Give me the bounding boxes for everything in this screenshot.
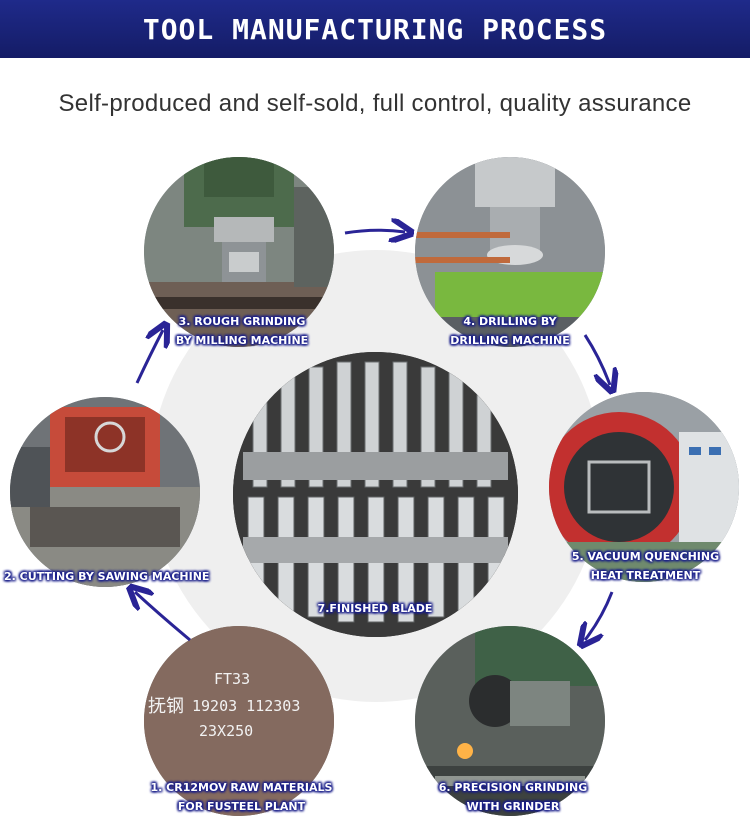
- step-3-label-line1: 3. ROUGH GRINDING: [178, 315, 306, 328]
- step-4-label-line1: 4. DRILLING BY: [463, 315, 557, 328]
- material-mark-line1: FT33: [214, 670, 250, 688]
- center-label-text: 7.FINISHED BLADE: [317, 602, 433, 615]
- step-5-image: [549, 392, 739, 582]
- material-maker-mark: 抚钢: [148, 696, 184, 717]
- center-label: 7.FINISHED BLADE: [300, 599, 450, 618]
- step-2-label: 2. CUTTING BY SAWING MACHINE: [4, 567, 209, 586]
- step-4-image: [415, 157, 605, 347]
- raw-material-photo: FT33 19203 112303 23X250 抚钢: [144, 626, 334, 816]
- step-3-label: 3. ROUGH GRINDING BY MILLING MACHINE: [148, 312, 336, 350]
- step-1-image: FT33 19203 112303 23X250 抚钢: [144, 626, 334, 816]
- drilling-machine-photo: [415, 157, 605, 347]
- step-4-label-line2: DRILLING MACHINE: [450, 334, 570, 347]
- arrow-3-to-4: [344, 230, 405, 233]
- step-4-label: 4. DRILLING BY DRILLING MACHINE: [415, 312, 605, 350]
- step-5-label-line1: 5. VACUUM QUENCHING: [571, 550, 720, 563]
- subtitle: Self-produced and self-sold, full contro…: [58, 90, 692, 117]
- vacuum-furnace-photo: [549, 392, 739, 582]
- step-1-label: 1. CR12MOV RAW MATERIALS FOR FUSTEEL PLA…: [144, 778, 339, 816]
- step-2-label-line1: 2. CUTTING BY SAWING MACHINE: [4, 570, 210, 583]
- step-2-image: [10, 397, 200, 587]
- step-5-label: 5. VACUUM QUENCHING HEAT TREATMENT: [548, 547, 743, 585]
- material-mark-line3: 23X250: [199, 722, 253, 740]
- step-6-label: 6. PRECISION GRINDING WITH GRINDER: [418, 778, 608, 816]
- header-banner: TOOL MANUFACTURING PROCESS: [0, 0, 750, 58]
- step-1-label-line2: FOR FUSTEEL PLANT: [177, 800, 306, 813]
- step-1-label-line1: 1. CR12MOV RAW MATERIALS: [150, 781, 333, 794]
- page-title: TOOL MANUFACTURING PROCESS: [142, 12, 608, 46]
- step-6-label-line2: WITH GRINDER: [466, 800, 560, 813]
- step-3-label-line2: BY MILLING MACHINE: [175, 334, 309, 347]
- step-6-label-line1: 6. PRECISION GRINDING: [438, 781, 588, 794]
- finished-blade-image: [233, 352, 518, 637]
- sawing-machine-photo: [10, 397, 200, 587]
- finished-blade-photo: [233, 352, 518, 637]
- material-mark-line2: 19203 112303: [192, 697, 300, 715]
- milling-machine-photo: [144, 157, 334, 347]
- step-5-label-line2: HEAT TREATMENT: [590, 569, 701, 582]
- step-3-image: [144, 157, 334, 347]
